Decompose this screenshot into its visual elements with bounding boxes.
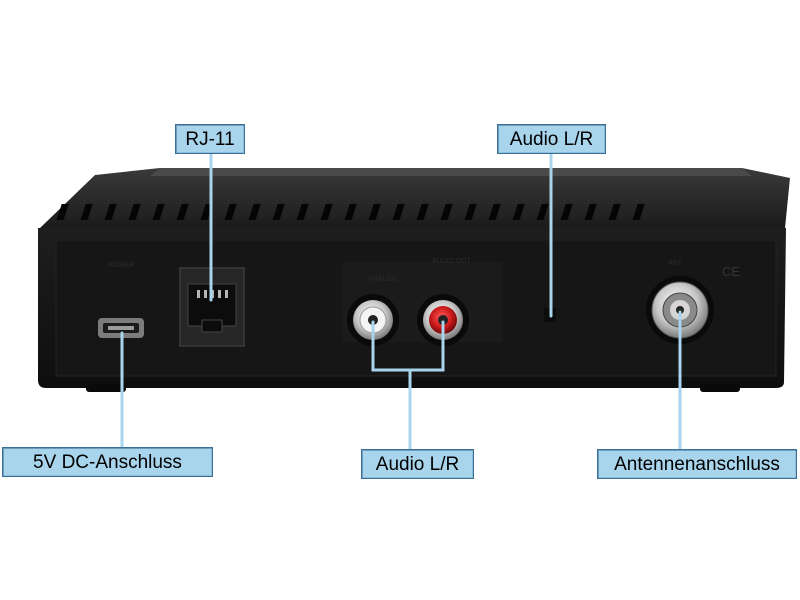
rca-audio-right-jack[interactable] (417, 294, 469, 346)
analog-print: ANALOG (368, 276, 397, 283)
rca-audio-left-jack[interactable] (347, 294, 399, 346)
ce-mark: CE (722, 264, 740, 279)
label-dc-power: 5V DC-Anschluss (2, 447, 213, 477)
ventilation-slots (56, 204, 645, 220)
callout-line-audio-bottom (371, 320, 445, 452)
label-rj11: RJ-11 (175, 124, 245, 154)
power-print: POWER (108, 262, 134, 269)
label-audio-bottom: Audio L/R (361, 449, 474, 479)
receiver-device: POWER AUDIO OUT ANALOG ANT CE (38, 168, 790, 392)
device-top-surface (40, 168, 790, 228)
dc-power-port[interactable] (98, 318, 144, 338)
device-top-rim (150, 168, 752, 176)
device-foot-left (86, 384, 126, 392)
ant-print: ANT (668, 260, 683, 267)
audio-out-print: AUDIO OUT (432, 258, 472, 265)
label-antenna: Antennenanschluss (597, 449, 797, 479)
device-foot-right (700, 384, 740, 392)
callout-lines (120, 151, 682, 452)
label-audio-top: Audio L/R (497, 124, 606, 154)
antenna-port[interactable] (646, 276, 714, 344)
